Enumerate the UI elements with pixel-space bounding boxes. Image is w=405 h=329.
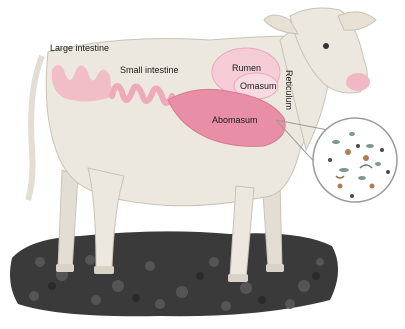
abomasum-label: Abomasum [212,116,258,125]
microbiome-inset [313,118,397,202]
large-intestine-label: Large intestine [50,44,109,53]
small-intestine-label: Small intestine [120,66,179,75]
reticulum-label: Reticulum [284,70,293,110]
rumen-label: Rumen [232,64,261,73]
omasum-label: Omasum [240,82,277,91]
